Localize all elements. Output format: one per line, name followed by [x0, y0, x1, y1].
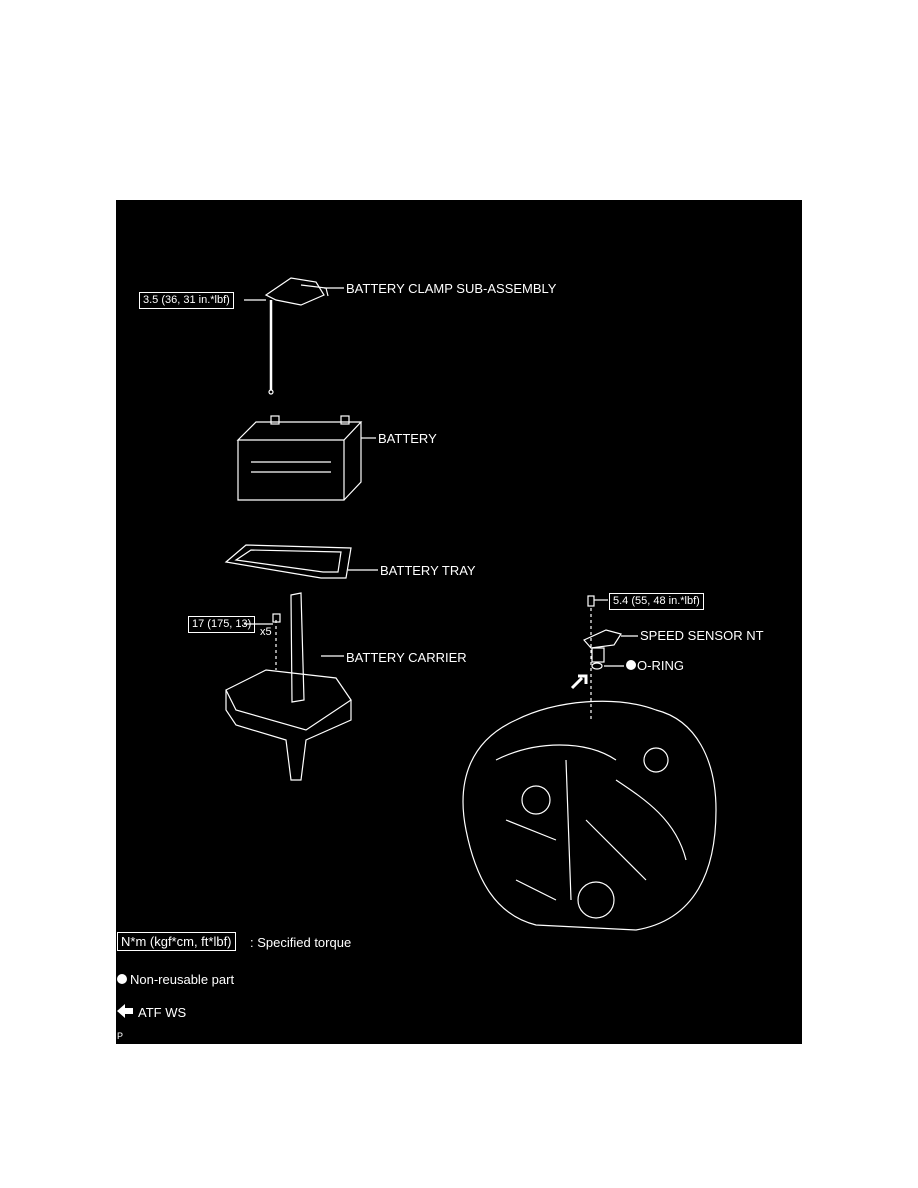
- torque-carrier: 17 (175, 13): [188, 616, 256, 634]
- legend-torque-desc: : Specified torque: [250, 935, 352, 950]
- o-ring-text: O-RING: [637, 658, 684, 673]
- transaxle-drawing: [462, 700, 717, 931]
- legend-atf: ATF WS: [138, 1005, 187, 1020]
- legend-nonreusable: Non-reusable part: [130, 972, 235, 987]
- nonreusable-dot-icon: [626, 660, 636, 670]
- battery-clamp-drawing: [244, 277, 344, 395]
- label-o-ring: O-RING: [626, 659, 684, 672]
- carrier-qty: x5: [260, 626, 272, 638]
- diagram-panel: BATTERY CLAMP SUB-ASSEMBLY 3.5 (36, 31 i…: [116, 200, 802, 1044]
- nonreusable-dot-icon: [117, 974, 127, 984]
- label-battery: BATTERY: [378, 431, 437, 446]
- arrow-left-icon: [117, 1004, 133, 1018]
- battery-tray-drawing: [224, 544, 378, 579]
- legend-torque-unit: N*m (kgf*cm, ft*lbf): [117, 932, 236, 951]
- torque-clamp: 3.5 (36, 31 in.*lbf): [139, 292, 234, 310]
- speed-sensor-drawing: [570, 595, 638, 720]
- parts-illustration: [117, 277, 717, 1018]
- corner-mark: P: [117, 1031, 124, 1041]
- label-clamp: BATTERY CLAMP SUB-ASSEMBLY: [346, 281, 557, 296]
- battery-carrier-drawing: [225, 592, 352, 781]
- label-tray: BATTERY TRAY: [380, 563, 476, 578]
- torque-speed-sensor: 5.4 (55, 48 in.*lbf): [609, 593, 704, 611]
- label-carrier: BATTERY CARRIER: [346, 650, 467, 665]
- battery-drawing: [236, 415, 376, 501]
- label-speed-sensor: SPEED SENSOR NT: [640, 628, 764, 643]
